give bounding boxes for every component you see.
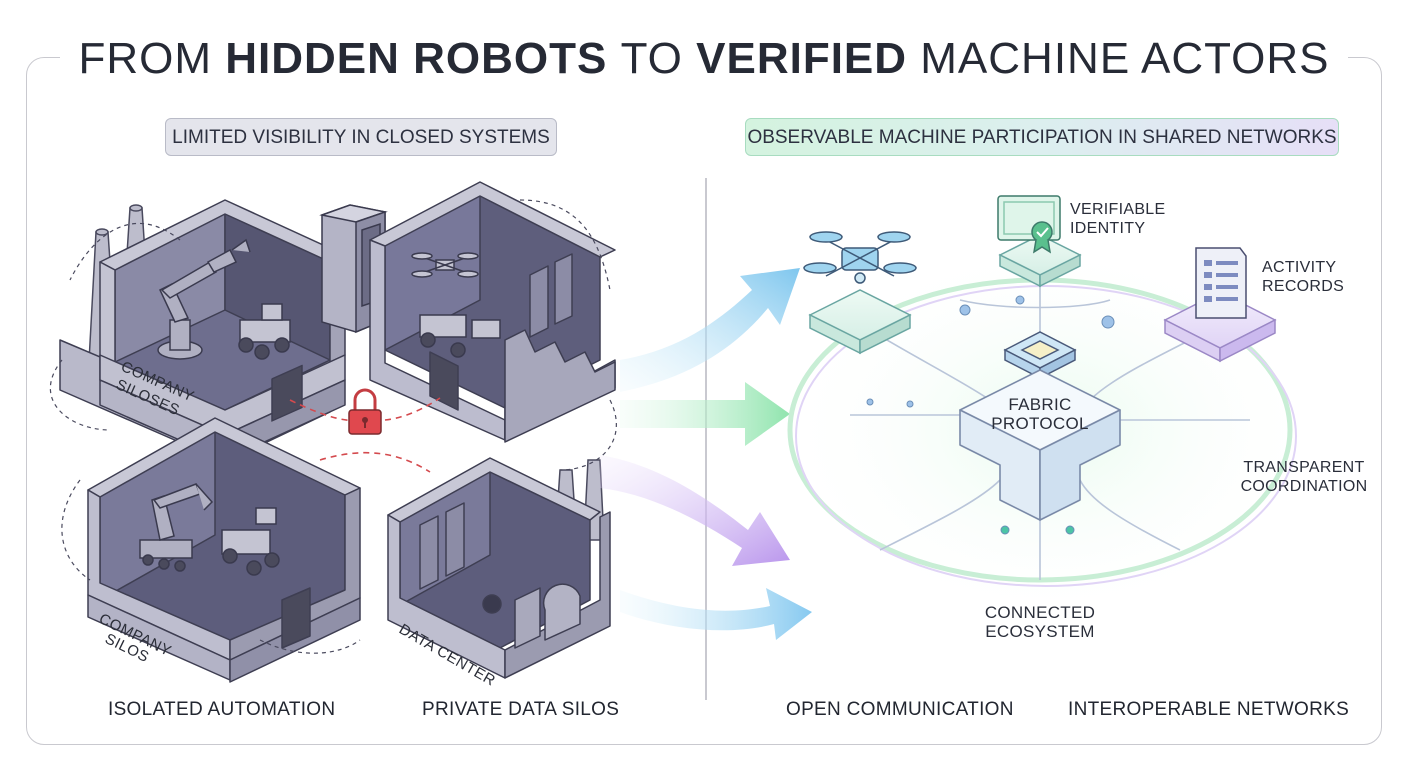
page-title: FROM HIDDEN ROBOTS TO VERIFIED MACHINE A…	[0, 34, 1408, 84]
fabric-protocol-hub	[959, 369, 1121, 521]
rover-icon	[238, 303, 291, 360]
rover-icon	[419, 314, 501, 358]
label-fabric-protocol: FABRIC PROTOCOL	[991, 395, 1089, 433]
arrow-green	[620, 382, 790, 446]
isolation-boundaries	[49, 199, 617, 654]
label-verifiable-identity: VERIFIABLE IDENTITY	[1070, 201, 1166, 237]
chip-icon	[1003, 331, 1077, 380]
document-icon	[1195, 247, 1247, 319]
building-data-center	[387, 457, 611, 679]
drone-icon	[803, 231, 917, 284]
robot-arm-icon	[139, 483, 214, 572]
caption-private-data-silos: PRIVATE DATA SILOS	[422, 699, 620, 720]
panel-divider	[705, 178, 707, 700]
drone-platform	[808, 289, 912, 355]
label-activity-records: ACTIVITY RECORDS	[1262, 259, 1345, 295]
drone-icon	[411, 252, 479, 278]
robot-arm-icon	[157, 238, 251, 360]
certificate-icon	[997, 195, 1061, 254]
label-connected-ecosystem: CONNECTED ECOSYSTEM	[984, 603, 1096, 641]
rover-icon	[221, 507, 280, 576]
lock-icon	[348, 388, 382, 435]
identity-platform	[998, 234, 1082, 288]
caption-interoperable-networks: INTEROPERABLE NETWORKS	[1068, 699, 1350, 720]
right-panel-header: OBSERVABLE MACHINE PARTICIPATION IN SHAR…	[745, 118, 1339, 156]
transition-arrows	[600, 268, 812, 640]
arrow-purple	[600, 455, 790, 566]
network-illustration	[780, 195, 1320, 620]
arrow-blue-lower	[620, 588, 812, 640]
network-dots	[866, 295, 1115, 535]
caption-isolated-automation: ISOLATED AUTOMATION	[108, 699, 336, 720]
building-server-room	[369, 181, 616, 443]
left-panel-header: LIMITED VISIBILITY IN CLOSED SYSTEMS	[165, 118, 557, 156]
caption-open-communication: OPEN COMMUNICATION	[786, 699, 1014, 720]
blocked-links	[289, 397, 441, 473]
arrow-blue	[620, 268, 800, 392]
building-company-siloses	[59, 199, 346, 463]
records-platform	[1163, 291, 1277, 363]
closed-systems-illustration: COMPANY SILOSES	[49, 181, 617, 690]
label-transparent-coordination: TRANSPARENT COORDINATION	[1240, 459, 1368, 495]
